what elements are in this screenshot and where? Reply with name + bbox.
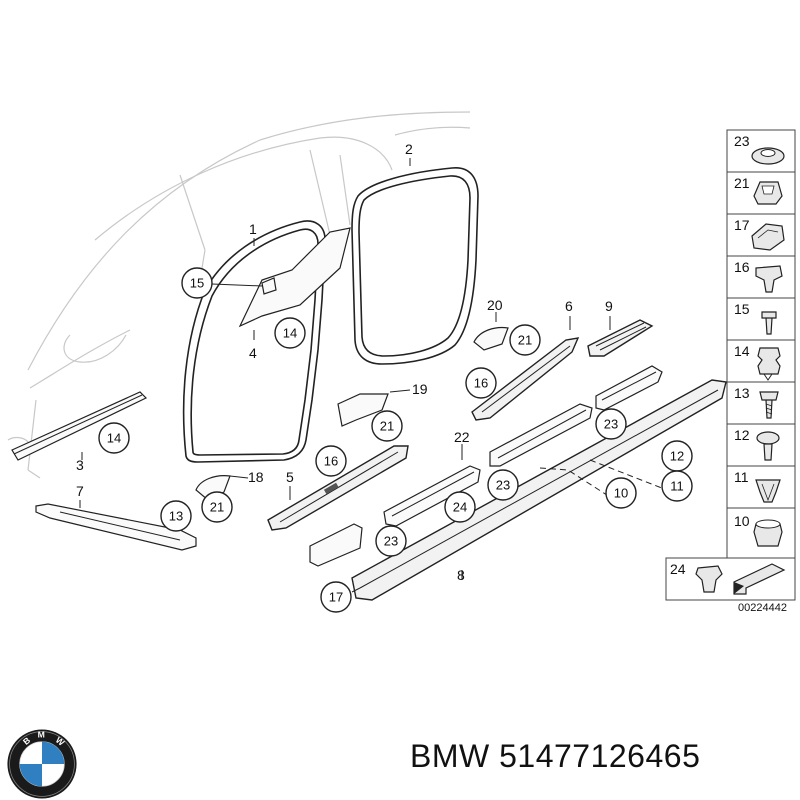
callout-21-rear: 21: [509, 324, 541, 356]
clip-bracket-15: [261, 277, 277, 295]
support-brackets: [309, 365, 663, 567]
svg-text:16: 16: [474, 376, 488, 391]
callout-11: 11: [661, 470, 693, 502]
callout-15: 15: [181, 267, 213, 299]
label-part-20: 20: [487, 297, 503, 313]
callout-21-mid: 21: [371, 410, 403, 442]
svg-text:15: 15: [190, 276, 204, 291]
label-part-1: 1: [249, 221, 257, 237]
legend-item-23: 23: [734, 133, 750, 149]
svg-text:23: 23: [496, 478, 510, 493]
rivet-12-drawing: [756, 431, 780, 445]
callout-16-front: 16: [315, 445, 347, 477]
sill-plate-badge: [323, 482, 339, 495]
clip-16-drawing: [755, 265, 783, 293]
legend-item-12: 12: [734, 427, 750, 443]
svg-text:17: 17: [329, 590, 343, 605]
svg-text:21: 21: [518, 333, 532, 348]
callout-12: 12: [661, 440, 693, 472]
callout-23-upper: 23: [595, 408, 627, 440]
callout-10: 10: [605, 477, 637, 509]
expansion-clip-11-drawing: [755, 479, 781, 503]
callout-21-front: 21: [201, 491, 233, 523]
legend-item-10: 10: [734, 513, 750, 529]
bracket-part-9: [587, 319, 654, 357]
svg-text:16: 16: [324, 454, 338, 469]
legend-item-24: 24: [670, 561, 686, 577]
label-part-22: 22: [454, 429, 470, 445]
callout-17: 17: [320, 581, 352, 613]
svg-text:14: 14: [107, 431, 121, 446]
clip-part-20: [473, 326, 509, 351]
callout-23-middle: 23: [487, 469, 519, 501]
clip-part-19: [337, 393, 389, 427]
front-door-seal: [182, 220, 326, 463]
bmw-logo-icon: B M W: [7, 729, 77, 799]
svg-text:23: 23: [604, 417, 618, 432]
svg-text:21: 21: [380, 419, 394, 434]
brand-part-number: BMW 51477126465: [410, 738, 700, 775]
clip-part-18: [195, 475, 231, 501]
label-part-6: 6: [565, 298, 573, 314]
callout-14-pillar: 14: [274, 317, 306, 349]
car-body-outline: [7, 111, 471, 479]
label-part-9: 9: [605, 298, 613, 314]
brand-maker: BMW: [410, 738, 490, 774]
svg-text:B: B: [21, 735, 32, 747]
legend-item-11: 11: [734, 469, 749, 485]
legend-item-16: 16: [734, 259, 750, 275]
svg-text:23: 23: [384, 534, 398, 549]
rear-door-seal: [351, 167, 479, 365]
label-part-4: 4: [249, 345, 257, 361]
label-part-5: 5: [286, 469, 294, 485]
label-part-8: 8: [457, 567, 465, 583]
svg-text:21: 21: [210, 500, 224, 515]
screw-15-drawing: [761, 311, 777, 335]
legend-item-14: 14: [734, 343, 750, 359]
callout-24: 24: [444, 491, 476, 523]
diagram-reference-code: 00224442: [738, 602, 787, 614]
front-sill-strip: [11, 391, 148, 461]
legend-item-17: 17: [734, 217, 750, 233]
legend-item-13: 13: [734, 385, 750, 401]
callout-23-lower: 23: [375, 525, 407, 557]
callout-13: 13: [160, 500, 192, 532]
clip-14-drawing: [757, 347, 781, 375]
side-sill-cover: [351, 379, 727, 601]
label-part-2: 2: [405, 141, 413, 157]
clip-17-drawing: [751, 223, 785, 251]
svg-text:14: 14: [283, 326, 297, 341]
pillar-trim-piece: [238, 227, 351, 328]
label-part-7: 7: [76, 483, 84, 499]
leader-lines: [79, 158, 611, 593]
fastener-legend: 23 21 17 16 15 14 13 12 11 10 24: [665, 129, 796, 601]
label-part-18: 18: [248, 469, 264, 485]
callout-16-rear: 16: [465, 367, 497, 399]
label-part-19: 19: [412, 381, 428, 397]
svg-text:11: 11: [670, 479, 684, 494]
legend-item-21: 21: [734, 175, 750, 191]
svg-text:10: 10: [614, 486, 628, 501]
svg-text:13: 13: [169, 509, 183, 524]
callout-14-strip: 14: [98, 422, 130, 454]
label-part-3: 3: [76, 457, 84, 473]
legend-item-15: 15: [734, 301, 750, 317]
svg-text:12: 12: [670, 449, 684, 464]
svg-text:M: M: [38, 729, 45, 739]
clip-24-drawing: [695, 565, 723, 593]
part-number: 51477126465: [499, 738, 701, 774]
svg-text:24: 24: [453, 500, 467, 515]
